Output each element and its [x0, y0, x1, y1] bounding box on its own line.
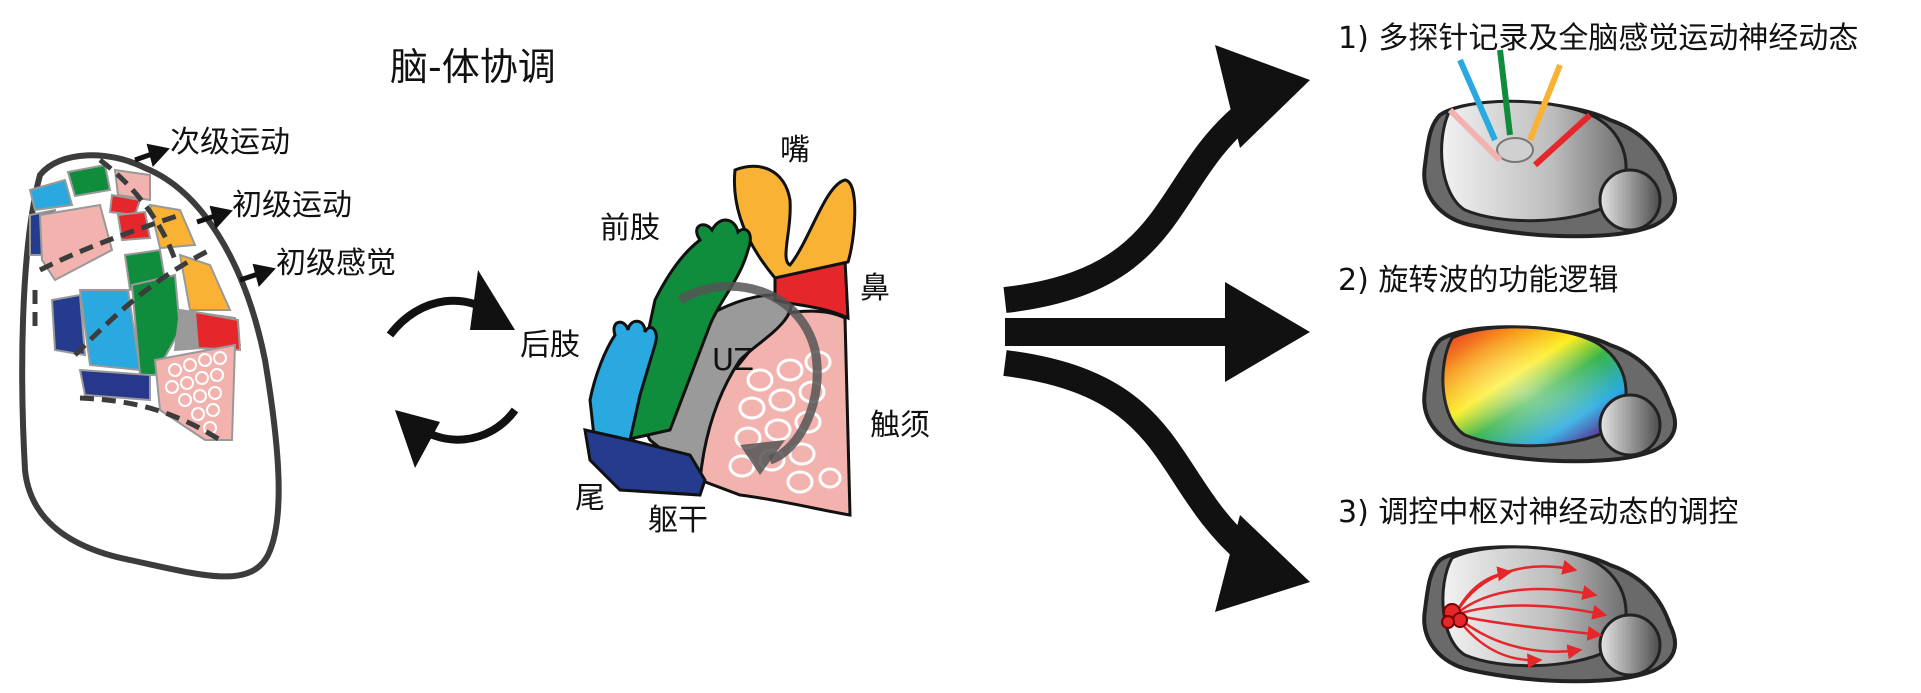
- probe-pink: [1447, 107, 1503, 163]
- region-navy-bottom: [78, 368, 151, 402]
- label-hindlimb: 后肢: [520, 328, 580, 363]
- label-secondary-motor: 次级运动: [170, 125, 290, 160]
- region-red-right: [193, 310, 242, 352]
- arrow-primary-sensory: [239, 263, 276, 288]
- branch-arrow-bottom: [1003, 350, 1259, 565]
- probe-blue: [1457, 58, 1498, 142]
- label-forelimb: 前肢: [600, 211, 660, 246]
- cortex-map: 次级运动 初级运动 初级感觉: [19, 125, 396, 580]
- brain-neuromodulation: [1422, 545, 1677, 684]
- region-orange-top: [148, 203, 197, 250]
- region-pink-big: [38, 203, 114, 282]
- label-trunk: 躯干: [648, 503, 708, 538]
- outcome-2-label: 2) 旋转波的功能逻辑: [1338, 263, 1618, 298]
- outcome-1-label: 1) 多探针记录及全脑感觉运动神经动态: [1338, 21, 1858, 56]
- outcome-3-label: 3) 调控中枢对神经动态的调控: [1338, 495, 1738, 530]
- branch-arrows: [1003, 45, 1310, 612]
- arrow-secondary-motor: [134, 143, 170, 168]
- boundary-primary-motor: [38, 212, 181, 273]
- body-map: 嘴 前肢 鼻 后肢 UZ 触须 尾 躯干: [520, 133, 930, 538]
- projection-arrows: [1453, 559, 1608, 669]
- label-whiskers: 触须: [870, 408, 930, 443]
- region-navy-mid: [50, 293, 87, 357]
- label-primary-sensory: 初级感觉: [276, 246, 396, 281]
- boundary-secondary-motor: [98, 158, 178, 261]
- body-mouth: [732, 164, 857, 280]
- cycle-arrows: [386, 270, 519, 468]
- body-hindlimb: [588, 319, 658, 447]
- probe-red: [1532, 112, 1593, 168]
- label-mouth: 嘴: [780, 133, 810, 168]
- brain-rotating-wave: [1422, 325, 1677, 464]
- brain-probes: [1422, 49, 1677, 239]
- probe-orange: [1527, 63, 1563, 142]
- probe-green: [1497, 49, 1513, 136]
- label-nose: 鼻: [860, 271, 890, 306]
- label-tail: 尾: [575, 481, 605, 516]
- arrow-primary-motor: [196, 205, 233, 230]
- boundary-primary-sensory: [73, 247, 212, 357]
- region-green-top: [66, 163, 112, 198]
- branch-arrow-top: [1003, 99, 1259, 313]
- label-primary-motor: 初级运动: [232, 188, 352, 223]
- uz-rotation-arrow: [677, 281, 822, 465]
- figure-title: 脑-体协调: [390, 45, 556, 89]
- region-orange-mid: [178, 253, 232, 311]
- label-uz: UZ: [712, 343, 754, 378]
- body-tail: [583, 428, 707, 497]
- region-blue-top: [28, 178, 74, 212]
- body-forelimb: [623, 218, 752, 442]
